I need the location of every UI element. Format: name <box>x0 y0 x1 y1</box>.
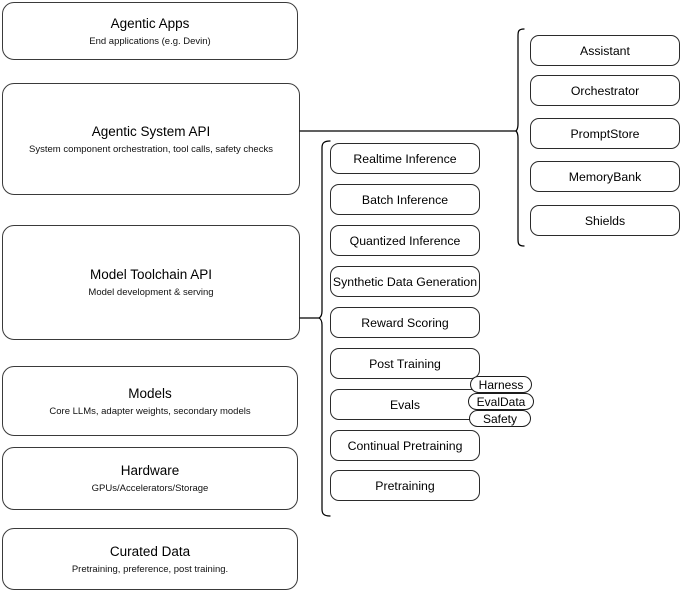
layer-title: Models <box>128 385 172 401</box>
agentic-item-label: Shields <box>584 213 626 228</box>
brace-model-toolchain <box>318 140 331 517</box>
toolchain-item-label: Batch Inference <box>361 192 449 207</box>
toolchain-item-realtime-inference[interactable]: Realtime Inference <box>330 143 480 174</box>
agentic-item-label: MemoryBank <box>568 169 642 184</box>
toolchain-item-label: Pretraining <box>375 478 435 493</box>
agentic-item-promptstore[interactable]: PromptStore <box>530 118 680 149</box>
toolchain-item-label: Evals <box>389 397 421 412</box>
eval-chip-evaldata[interactable]: EvalData <box>468 393 534 410</box>
toolchain-item-quantized-inference[interactable]: Quantized Inference <box>330 225 480 256</box>
layer-subtitle: End applications (e.g. Devin) <box>89 35 211 47</box>
layer-subtitle: Core LLMs, adapter weights, secondary mo… <box>49 405 251 417</box>
agentic-item-label: Assistant <box>580 43 630 58</box>
layer-title: Hardware <box>120 463 180 478</box>
toolchain-item-label: Realtime Inference <box>353 151 457 166</box>
brace-agentic-components <box>515 28 525 247</box>
layer-box-curated-data[interactable]: Curated Data Pretraining, preference, po… <box>2 528 298 590</box>
toolchain-item-label: Quantized Inference <box>349 233 461 248</box>
toolchain-item-post-training[interactable]: Post Training <box>330 348 480 379</box>
toolchain-item-synthetic-data-generation[interactable]: Synthetic Data Generation <box>330 266 480 297</box>
layer-subtitle: System component orchestration, tool cal… <box>29 143 273 155</box>
toolchain-item-label: Reward Scoring <box>361 315 449 330</box>
layer-subtitle: Pretraining, preference, post training. <box>71 563 229 575</box>
toolchain-item-evals[interactable]: Evals <box>330 389 480 420</box>
layer-title: Model Toolchain API <box>89 267 213 282</box>
layer-title: Agentic Apps <box>110 15 190 31</box>
layer-title: Agentic System API <box>91 123 211 139</box>
layer-box-agentic-apps[interactable]: Agentic Apps End applications (e.g. Devi… <box>2 2 298 60</box>
toolchain-item-batch-inference[interactable]: Batch Inference <box>330 184 480 215</box>
eval-chip-harness[interactable]: Harness <box>470 376 532 393</box>
agentic-item-label: Orchestrator <box>570 83 640 98</box>
toolchain-item-label: Synthetic Data Generation <box>332 274 478 289</box>
eval-chip-label: Harness <box>478 377 524 392</box>
agentic-item-label: PromptStore <box>570 126 640 141</box>
layer-subtitle: Model development & serving <box>88 287 214 298</box>
layer-box-model-toolchain-api[interactable]: Model Toolchain API Model development & … <box>2 225 300 340</box>
toolchain-item-pretraining[interactable]: Pretraining <box>330 470 480 501</box>
eval-chip-safety[interactable]: Safety <box>469 410 531 427</box>
layer-subtitle: GPUs/Accelerators/Storage <box>91 483 209 494</box>
eval-chip-label: EvalData <box>476 394 526 409</box>
agentic-item-orchestrator[interactable]: Orchestrator <box>530 75 680 106</box>
toolchain-item-label: Post Training <box>369 356 441 371</box>
agentic-item-memorybank[interactable]: MemoryBank <box>530 161 680 192</box>
eval-chip-label: Safety <box>482 411 518 426</box>
toolchain-item-reward-scoring[interactable]: Reward Scoring <box>330 307 480 338</box>
layer-box-models[interactable]: Models Core LLMs, adapter weights, secon… <box>2 366 298 436</box>
layer-title: Curated Data <box>109 543 191 559</box>
layer-box-agentic-system-api[interactable]: Agentic System API System component orch… <box>2 83 300 195</box>
agentic-item-shields[interactable]: Shields <box>530 205 680 236</box>
toolchain-item-label: Continual Pretraining <box>347 438 463 453</box>
toolchain-item-continual-pretraining[interactable]: Continual Pretraining <box>330 430 480 461</box>
layer-box-hardware[interactable]: Hardware GPUs/Accelerators/Storage <box>2 447 298 510</box>
agentic-item-assistant[interactable]: Assistant <box>530 35 680 66</box>
